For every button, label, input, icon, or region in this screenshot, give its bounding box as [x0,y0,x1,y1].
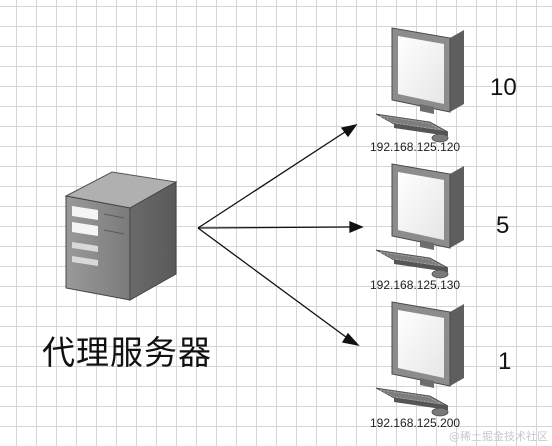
watermark-text: @稀土掘金技术社区 [449,430,548,443]
arrow-to-client-1 [197,129,349,229]
server-icon [64,171,178,301]
client-ip-3: 192.168.125.200 [370,416,461,430]
proxy-server-label: 代理服务器 [42,333,212,372]
arrow-to-client-2 [197,226,353,229]
client-weight-2: 5 [496,212,510,239]
client-ip-1: 192.168.125.120 [370,140,461,154]
client-weight-1: 10 [490,74,517,101]
computer-icon [375,163,465,279]
client-ip-2: 192.168.125.130 [370,278,461,292]
client-weight-3: 1 [498,348,512,375]
connection-arrows [197,124,364,347]
arrow-to-client-3 [197,227,351,341]
computer-icon [375,27,465,143]
computer-icon [375,301,465,417]
